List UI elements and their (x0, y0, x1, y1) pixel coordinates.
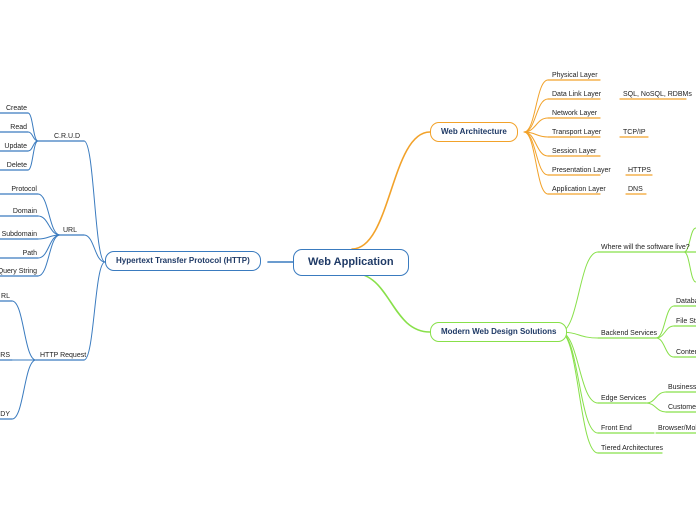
mwd-child-file-storage[interactable]: File Sto (676, 318, 696, 325)
connector-3 (523, 79, 549, 133)
web-arch-item-presentation-layer[interactable]: Presentation Layer (552, 167, 611, 174)
mwd-child-business[interactable]: Business l (668, 384, 696, 391)
connector-7 (523, 117, 549, 133)
url-item-path[interactable]: Path (22, 250, 37, 257)
root-node[interactable]: Web Application (293, 249, 409, 276)
connector-46 (83, 234, 106, 263)
connector-25 (559, 331, 599, 454)
web-arch-item-physical-layer[interactable]: Physical Layer (552, 72, 598, 79)
connector-lines (0, 79, 696, 454)
web-arch-item-application-layer[interactable]: Application Layer (552, 186, 606, 193)
connector-1 (351, 272, 431, 333)
mwd-item-tiered-architectures[interactable]: Tiered Architectures (601, 445, 663, 452)
http-request-item-url[interactable]: RL (1, 293, 10, 300)
connector-24 (559, 331, 599, 434)
connector-37 (655, 337, 675, 358)
web-arch-item-data-link-layer[interactable]: Data Link Layer (552, 91, 602, 98)
http-group-url[interactable]: URL (63, 227, 78, 234)
connector-66 (37, 234, 61, 277)
http-request-item-body[interactable]: DY (0, 411, 10, 418)
connector-31 (683, 227, 696, 253)
connector-60 (37, 215, 61, 236)
mwd-child-database[interactable]: Databa (676, 298, 696, 305)
url-item-protocol[interactable]: Protocol (11, 186, 37, 193)
url-item-query-string[interactable]: Query String (0, 268, 37, 275)
http-group-http-request[interactable]: HTTP Request (40, 352, 87, 359)
crud-item-create[interactable]: Create (5, 105, 27, 112)
http-node[interactable]: Hypertext Transfer Protocol (HTTP) (105, 251, 261, 271)
connector-21 (559, 251, 599, 333)
crud-item-delete[interactable]: Delete (6, 162, 27, 169)
connector-58 (37, 193, 61, 236)
connector-72 (11, 359, 37, 420)
mwd-item-software-location[interactable]: Where will the software live? (601, 244, 690, 251)
connector-68 (11, 300, 37, 361)
connector-5 (523, 98, 549, 133)
web-architecture-node[interactable]: Web Architecture (430, 122, 518, 142)
mwd-item-edge-services[interactable]: Edge Services (601, 395, 647, 402)
mwd-child-content[interactable]: Conten (676, 349, 696, 356)
connector-15 (523, 131, 549, 195)
mwd-item-front-end[interactable]: Front End (601, 425, 632, 432)
web-arch-detail-dns[interactable]: DNS (628, 186, 643, 193)
web-arch-detail-https[interactable]: HTTPS (628, 167, 651, 174)
connector-0 (351, 131, 431, 250)
connector-32 (683, 251, 696, 283)
web-arch-detail-tcpip[interactable]: TCP/IP (623, 129, 646, 136)
web-arch-item-transport-layer[interactable]: Transport Layer (552, 129, 602, 136)
web-arch-detail-sql[interactable]: SQL, NoSQL, RDBMs (623, 91, 692, 98)
http-group-crud[interactable]: C.R.U.D (54, 133, 81, 140)
connector-39 (645, 391, 667, 404)
connector-44 (83, 140, 106, 263)
connector-33 (655, 305, 675, 339)
connector-41 (645, 402, 667, 413)
url-item-domain[interactable]: Domain (12, 208, 37, 215)
connector-50 (27, 112, 39, 142)
connector-48 (83, 261, 106, 361)
url-item-subdomain[interactable]: Subdomain (1, 231, 37, 238)
modern-web-design-node[interactable]: Modern Web Design Solutions (430, 322, 568, 342)
connector-13 (523, 131, 549, 176)
mwd-child-customer[interactable]: Customer (668, 404, 696, 411)
http-request-item-headers[interactable]: RS (0, 352, 10, 359)
connector-35 (655, 325, 675, 339)
crud-item-read[interactable]: Read (10, 124, 27, 131)
web-arch-item-session-layer[interactable]: Session Layer (552, 148, 597, 155)
mwd-child-browser-mobile[interactable]: Browser/Mob (658, 425, 696, 432)
connector-56 (27, 140, 39, 171)
crud-item-update[interactable]: Update (4, 143, 27, 150)
web-arch-item-network-layer[interactable]: Network Layer (552, 110, 598, 117)
mwd-item-backend-services[interactable]: Backend Services (601, 330, 658, 337)
